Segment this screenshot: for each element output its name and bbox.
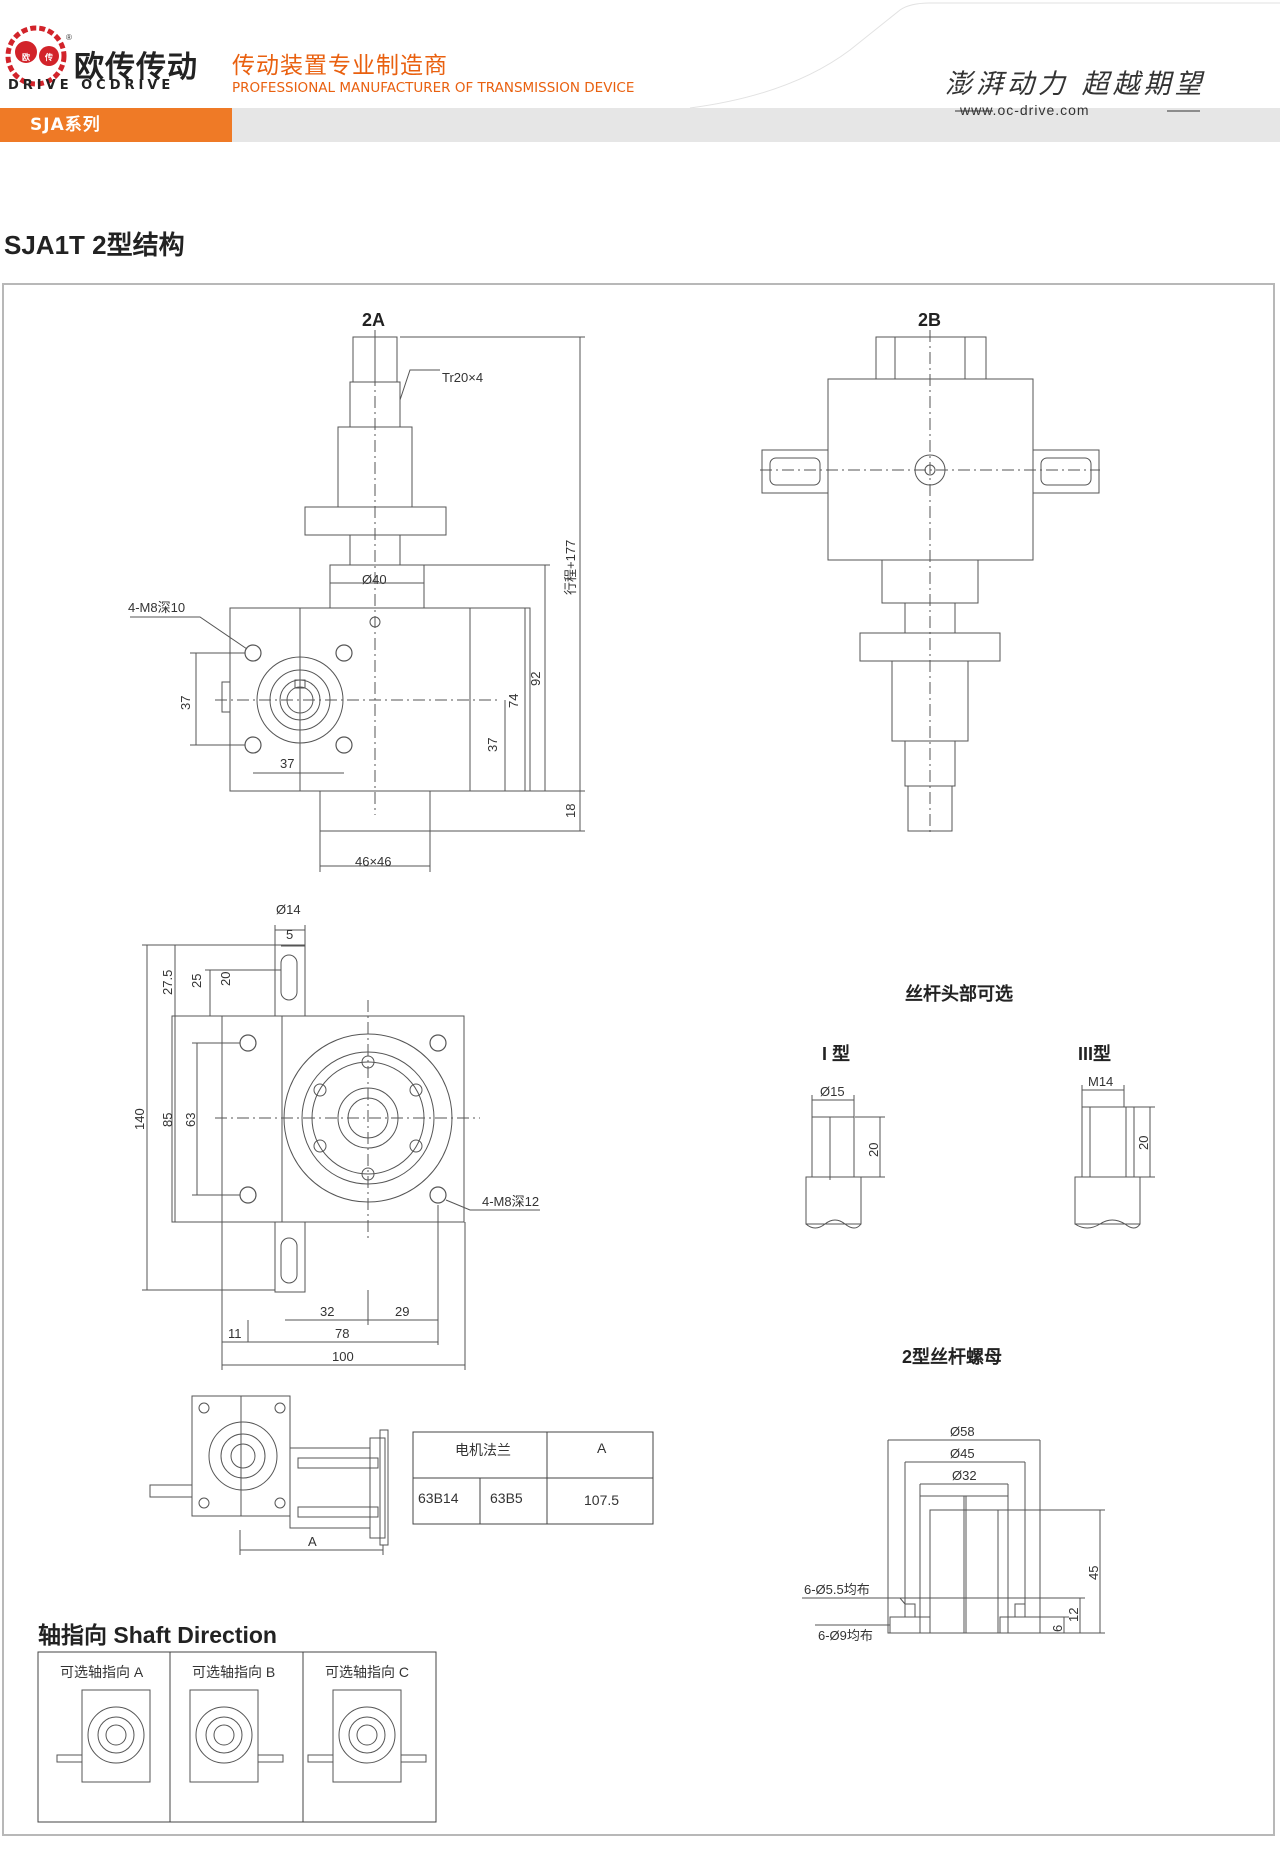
bolt-bottom-label: 4-M8深12 [482,1194,539,1209]
dim-74: 74 [506,694,521,708]
shaft-direction-title: 轴指向 Shaft Direction [38,1622,277,1648]
page-title: SJA1T 2型结构 [4,230,185,260]
type-i-diameter: Ø15 [820,1084,845,1099]
header-graphics: 欧 传 ® [5,2,1280,112]
dim-27-5: 27.5 [160,970,175,995]
dim-32: 32 [320,1304,334,1319]
dim-20: 20 [218,972,233,986]
dim-92: 92 [528,672,543,686]
dim-37-a: 37 [178,696,193,710]
dim-37-b: 37 [280,756,294,771]
dim-78: 78 [335,1326,349,1341]
table-a-value: 107.5 [584,1492,620,1508]
view-motor [149,1395,389,1555]
shaft-dir-a-diagram [56,1689,151,1783]
d14-label: Ø14 [276,902,301,917]
nut-holes-2: 6-Ø9均布 [818,1628,873,1643]
dim-29: 29 [395,1304,409,1319]
svg-text:欧: 欧 [22,52,30,62]
type-iii-length: 20 [1136,1136,1151,1150]
nut-holes-1: 6-Ø5.5均布 [804,1582,870,1597]
type-iii-thread: M14 [1088,1074,1113,1089]
dim-140: 140 [132,1108,147,1130]
shaft-dir-c-diagram [307,1689,427,1783]
dim-11: 11 [228,1326,242,1341]
view-options [805,1085,1155,1229]
motor-table [412,1431,654,1525]
svg-text:®: ® [66,33,72,42]
table-flange-1: 63B14 [418,1490,459,1506]
tagline-en: PROFESSIONAL MANUFACTURER OF TRANSMISSIO… [232,80,635,96]
logo-brand: 欧传传动 [74,50,198,85]
table-header-a: A [597,1440,607,1456]
thread-label: Tr20×4 [442,370,483,385]
nut-h12: 12 [1066,1608,1081,1622]
shaft-dir-b-label: 可选轴指向 B [192,1664,276,1680]
nut-d45: Ø45 [950,1446,975,1461]
type-i-label: I 型 [822,1043,850,1064]
dim-25: 25 [189,974,204,988]
dim-5: 5 [286,927,293,942]
shaft-dir-c-label: 可选轴指向 C [325,1664,409,1680]
view-2b [760,330,1100,835]
logo-gear-icon [5,25,67,87]
drawing-frame [2,283,1275,1836]
view-nut [802,1439,1105,1634]
dim-63: 63 [183,1113,198,1127]
dim-37-c: 37 [485,738,500,752]
shaft-dir-a-label: 可选轴指向 A [60,1664,144,1680]
tagline-cn: 传动装置专业制造商 [232,53,448,79]
svg-text:传: 传 [44,52,53,62]
nut-d58: Ø58 [950,1424,975,1439]
dim-85: 85 [160,1113,175,1127]
dim-18: 18 [563,804,578,818]
table-header-flange: 电机法兰 [455,1442,511,1458]
nut-h6: 6 [1050,1625,1065,1632]
website: www.oc-drive.com [960,102,1090,118]
bolt-top-label: 4-M8深10 [128,600,185,615]
stroke-label: 行程+177 [563,540,578,595]
logo-sub: DRIVE OCDRIVE [8,78,175,93]
view-2a-label: 2A [362,310,385,330]
dim-46x46: 46×46 [355,854,392,869]
d40-label: Ø40 [362,572,387,587]
options-title: 丝杆头部可选 [905,983,1013,1004]
view-2a [130,330,585,872]
slogan: 澎湃动力 超越期望 [945,69,1206,100]
nut-title: 2型丝杆螺母 [902,1346,1002,1367]
type-i-length: 20 [866,1143,881,1157]
series-tag: SJA系列 [0,108,232,142]
view-2b-label: 2B [918,310,941,330]
nut-h45: 45 [1086,1566,1101,1580]
motor-a-label: A [308,1534,317,1549]
nut-d32: Ø32 [952,1468,977,1483]
table-flange-2: 63B5 [490,1490,523,1506]
shaft-dir-b-diagram [189,1689,284,1783]
shaft-direction-table [37,1651,437,1823]
view-top [142,925,540,1370]
dim-100: 100 [332,1349,354,1364]
type-iii-label: III型 [1078,1043,1111,1064]
